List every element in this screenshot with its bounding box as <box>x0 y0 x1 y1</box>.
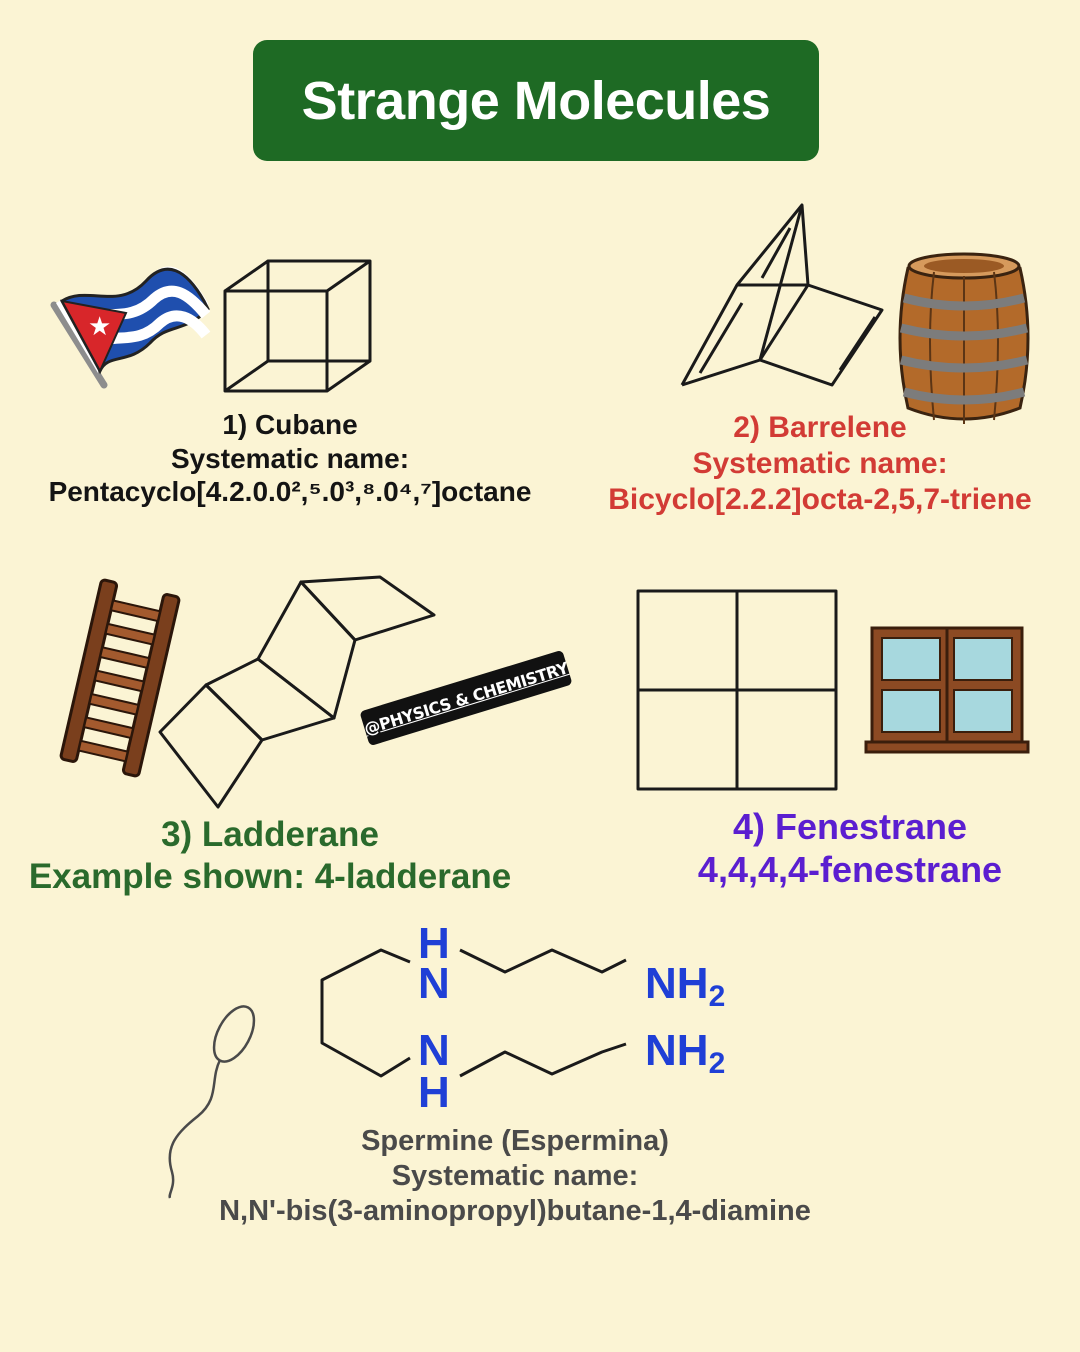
barrelene-systematic-name: Bicyclo[2.2.2]octa-2,5,7-triene <box>608 483 1032 516</box>
nh-text: NH <box>645 959 709 1008</box>
cubane-caption: 1) Cubane Systematic name: Pentacyclo[4.… <box>40 408 540 509</box>
ladderane-structure <box>158 575 436 809</box>
subscript-two: 2 <box>708 980 726 1013</box>
cubane-structure <box>223 259 372 393</box>
spermine-name: Spermine (Espermina) <box>361 1125 669 1157</box>
spermine-nh2-top: NH2 <box>645 962 725 1012</box>
cubane-systematic-name: Pentacyclo[4.2.0.0²,⁵.0³,⁸.0⁴,⁷]octane <box>48 476 532 508</box>
ladderane-example: Example shown: 4-ladderane <box>28 857 512 896</box>
fenestrane-structure <box>636 589 838 791</box>
ladderane-caption: 3) Ladderane Example shown: 4-ladderane <box>10 814 530 898</box>
barrelene-structure <box>680 203 884 387</box>
spermine-skeleton <box>320 948 627 1078</box>
spermine-systematic-label: Systematic name: <box>391 1159 639 1192</box>
barrelene-name: 2) Barrelene <box>733 411 907 444</box>
spermine-h-top: H <box>418 919 450 968</box>
barrel-icon <box>898 252 1030 424</box>
page-title: Strange Molecules <box>301 70 771 131</box>
ladderane-name: 3) Ladderane <box>161 815 379 854</box>
barrelene-caption: 2) Barrelene Systematic name: Bicyclo[2.… <box>590 410 1050 518</box>
sperm-icon <box>168 1005 256 1199</box>
fenestrane-systematic-name: 4,4,4,4-fenestrane <box>697 849 1003 891</box>
barrelene-systematic-label: Systematic name: <box>692 447 948 480</box>
title-banner: Strange Molecules <box>253 40 819 161</box>
spermine-n-bottom: N <box>418 1026 450 1075</box>
spermine-caption: Spermine (Espermina) Systematic name: N,… <box>180 1124 850 1228</box>
spermine-h-bottom: H <box>418 1068 450 1117</box>
cuban-flag-icon: ★ <box>50 266 211 389</box>
spermine-nh2-bottom: NH2 <box>645 1029 725 1079</box>
window-icon <box>864 626 1030 754</box>
fenestrane-name: 4) Fenestrane <box>732 806 968 847</box>
svg-text:★: ★ <box>88 312 111 342</box>
spermine-systematic-name: N,N'-bis(3-aminopropyl)butane-1,4-diamin… <box>219 1194 811 1227</box>
ladder-icon <box>59 578 181 778</box>
spermine-n-top: N <box>418 959 450 1008</box>
fenestrane-caption: 4) Fenestrane 4,4,4,4-fenestrane <box>640 805 1060 891</box>
subscript-two: 2 <box>708 1047 726 1080</box>
cubane-name: 1) Cubane <box>222 409 358 440</box>
cubane-systematic-label: Systematic name: <box>170 442 410 474</box>
nh-text: NH <box>645 1026 709 1075</box>
